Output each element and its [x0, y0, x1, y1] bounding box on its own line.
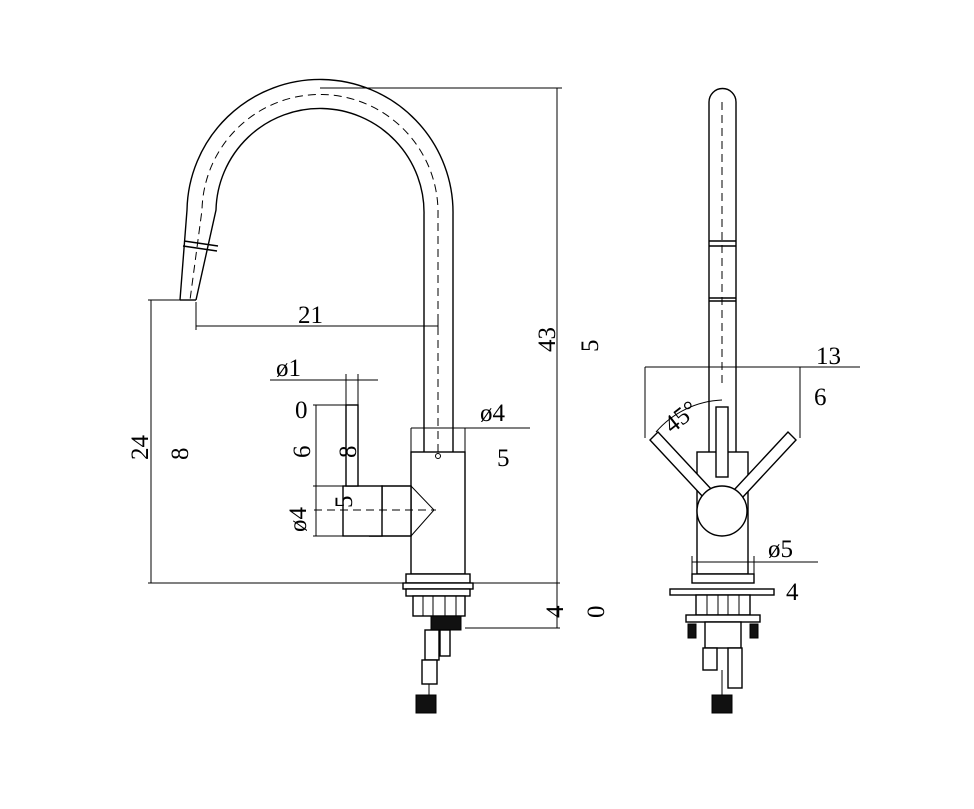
dim-lever-dia: ø4	[285, 507, 312, 533]
spout	[179, 78, 454, 452]
dim-body-dia-2: 5	[497, 445, 510, 472]
body	[314, 404, 466, 575]
side-dimensions	[148, 87, 562, 629]
dim-lever-dia-2: 5	[331, 496, 358, 509]
front-spout	[708, 87, 737, 452]
dim-total-height-2: 5	[577, 340, 604, 353]
side-view: 21 43 5 24 8 ø1 0 6 8 ø4 5 ø4 5 4 0	[127, 78, 610, 714]
dim-base: 4	[542, 605, 569, 618]
front-view: 13 6 45° ø5 4	[644, 87, 860, 714]
dim-spout-height-2: 8	[167, 448, 194, 461]
dim-total-height: 43	[534, 327, 561, 352]
front-dimensions	[644, 366, 860, 574]
dim-front-body-dia-2: 4	[786, 579, 799, 606]
dim-angle: 45°	[659, 396, 703, 439]
dim-body-dia: ø4	[480, 400, 506, 427]
dim-front-body-dia: ø5	[768, 536, 793, 563]
dim-handle-dia: ø1	[276, 355, 301, 382]
front-body	[649, 406, 797, 575]
base-mount	[402, 573, 474, 714]
dim-handle-len: 6	[289, 446, 316, 459]
dim-spout-height: 24	[127, 435, 154, 461]
dim-handle-len-2: 8	[335, 446, 362, 459]
front-base-mount	[669, 573, 775, 714]
dim-handle-dia-2: 0	[295, 397, 308, 424]
dim-handle-span-2: 6	[814, 384, 827, 411]
dim-handle-span: 13	[816, 343, 841, 370]
dim-spout-reach: 21	[298, 302, 323, 329]
dim-base-2: 0	[583, 606, 610, 619]
